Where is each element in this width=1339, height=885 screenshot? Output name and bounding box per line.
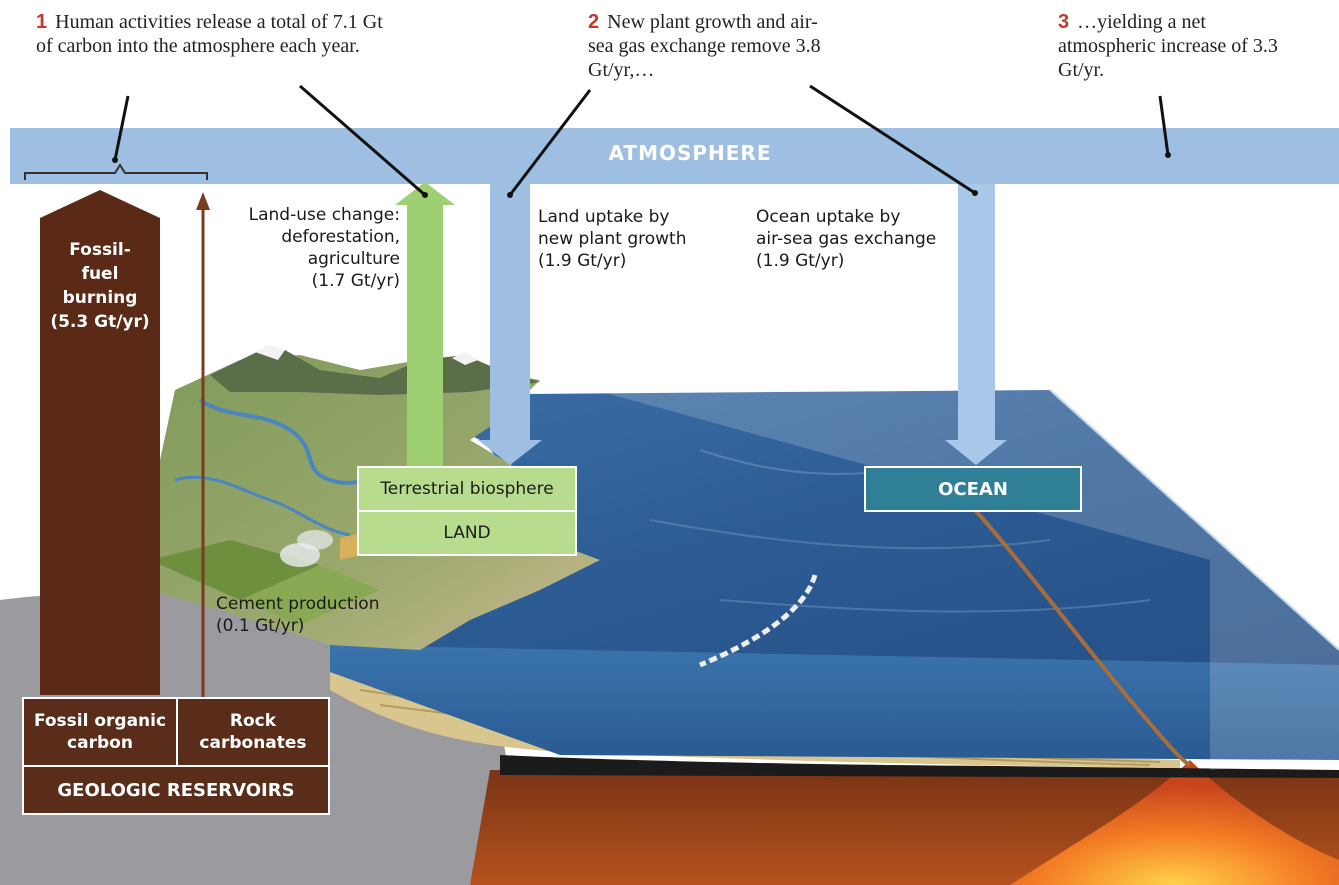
ocean-uptake-arrow [945, 184, 1007, 465]
ocean-uptake-label: Ocean uptake by air-sea gas exchange (1.… [756, 207, 937, 271]
ocean-surface [330, 390, 1339, 665]
cement-label: Cement production (0.1 Gt/yr) [216, 594, 380, 636]
magma-plume [1010, 760, 1339, 885]
note-3-number: 3 [1058, 11, 1070, 33]
rock-carbonates-box: Rock carbonates [176, 697, 330, 767]
note-2-text: New plant growth and air-sea gas exchang… [588, 11, 821, 81]
land-uptake-arrow [478, 184, 542, 465]
farmland [150, 540, 320, 600]
fossil-fuel-arrow [40, 190, 160, 695]
note-3-text: …yielding a net atmospheric increase of … [1058, 11, 1278, 81]
leader-3 [1158, 95, 1170, 156]
note-2-number: 2 [588, 11, 600, 33]
note-1-text: Human activities release a total of 7.1 … [36, 11, 383, 57]
land-use-arrow [395, 182, 455, 470]
land-uptake-label: Land uptake by new plant growth (1.9 Gt/… [538, 207, 687, 271]
atmosphere-bar [10, 128, 1339, 184]
ocean-box: OCEAN [864, 466, 1082, 512]
fossil-organic-carbon-box: Fossil organic carbon [22, 697, 178, 767]
note-1-number: 1 [36, 11, 48, 33]
ocean-crust [500, 755, 1339, 778]
ocean-side [330, 640, 1339, 760]
terrestrial-biosphere-box: Terrestrial biosphere [357, 466, 577, 512]
leader-2a [508, 89, 592, 196]
leader-1b [299, 84, 426, 197]
land-box: LAND [357, 512, 577, 556]
note-3: 3…yielding a net atmospheric increase of… [1058, 10, 1308, 82]
land-use-label: Land-use change: deforestation, agricult… [248, 205, 400, 291]
geologic-reservoirs-box: GEOLOGIC RESERVOIRS [22, 765, 330, 815]
ridge-line [973, 508, 1192, 767]
atmosphere-label: ATMOSPHERE [608, 141, 772, 165]
human-bracket [24, 163, 208, 180]
leader-1 [113, 95, 130, 161]
leader-2b [809, 84, 976, 195]
fossil-fuel-label: Fossil- fuel burning (5.3 Gt/yr) [50, 240, 150, 332]
